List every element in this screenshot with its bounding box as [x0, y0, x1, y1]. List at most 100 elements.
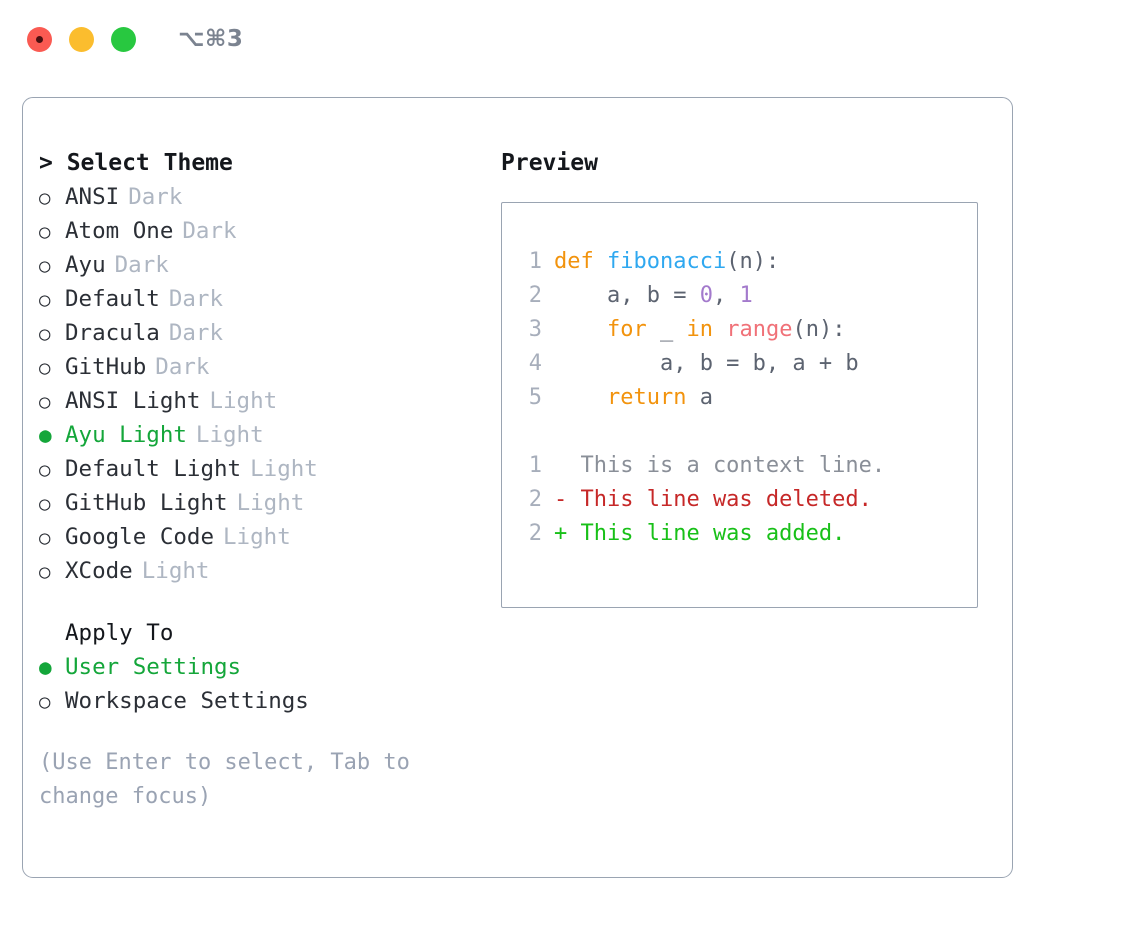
code-line: 3 for _ in range(n): — [502, 313, 977, 347]
theme-option-tag: Light — [209, 388, 278, 414]
preview-title: Preview — [501, 150, 598, 176]
line-number: 2 — [528, 283, 542, 308]
theme-option-label: XCode — [65, 558, 133, 584]
apply-option-user-settings[interactable]: ● User Settings — [39, 650, 499, 684]
theme-option-default-light[interactable]: ○ Default Light Light — [39, 452, 499, 486]
theme-option-label: Google Code — [65, 524, 215, 550]
radio-unselected-icon[interactable]: ○ — [39, 221, 51, 243]
radio-unselected-icon[interactable]: ○ — [39, 323, 51, 345]
code-text: for _ in range(n): — [554, 313, 845, 347]
theme-option-tag: Dark — [155, 354, 210, 380]
theme-option-tag: Light — [250, 456, 318, 482]
token-num: 0 — [699, 283, 713, 308]
token-fn: fibonacci — [606, 249, 727, 274]
apply-option-workspace-settings[interactable]: ○ Workspace Settings — [39, 684, 499, 718]
token-kw: return — [606, 385, 687, 410]
token-num: 1 — [739, 283, 753, 308]
radio-unselected-icon[interactable]: ○ — [39, 289, 51, 311]
theme-option-label: GitHub Light — [65, 490, 228, 516]
apply-option-label: Workspace Settings — [65, 688, 309, 714]
token-ctx: This is a context line. — [554, 453, 886, 478]
diff-line: 2 + This line was added. — [502, 517, 977, 551]
traffic-lights — [27, 26, 136, 52]
theme-option-tag: Dark — [168, 286, 224, 312]
minimize-window-button[interactable] — [69, 26, 94, 52]
line-number: 4 — [528, 351, 542, 376]
theme-option-tag: Light — [141, 558, 210, 584]
window-shortcut-label: ⌥⌘3 — [178, 26, 244, 52]
token-kw: for — [606, 317, 647, 342]
window-titlebar: ⌥⌘3 — [0, 0, 1140, 78]
radio-unselected-icon[interactable]: ○ — [39, 691, 51, 713]
code-line: 2 a, b = 0, 1 — [502, 279, 977, 313]
token-kw: in — [686, 317, 713, 342]
theme-option-default[interactable]: ○ Default Dark — [39, 282, 499, 316]
radio-selected-icon[interactable]: ● — [39, 655, 52, 679]
theme-option-label: GitHub — [65, 354, 147, 380]
code-text: a, b = b, a + b — [554, 347, 859, 381]
diff-sample: 1 This is a context line. 2 - This line wa… — [502, 449, 977, 551]
code-diff-separator — [502, 415, 977, 449]
line-number: 2 — [528, 487, 542, 512]
line-number: 2 — [528, 521, 542, 546]
theme-option-tag: Dark — [182, 218, 237, 244]
code-line: 4 a, b = b, a + b — [502, 347, 977, 381]
theme-option-atom-one[interactable]: ○ Atom One Dark — [39, 214, 499, 248]
code-line: 5 return a — [502, 381, 977, 415]
maximize-window-button[interactable] — [111, 26, 136, 52]
apply-to-title: Apply To — [65, 620, 174, 646]
token-var: a, b = — [554, 283, 700, 308]
token-punc: , — [712, 283, 740, 308]
radio-unselected-icon[interactable]: ○ — [39, 391, 51, 413]
token-var — [554, 385, 607, 410]
radio-selected-icon[interactable]: ● — [39, 423, 52, 447]
radio-unselected-icon[interactable]: ○ — [39, 493, 51, 515]
token-add: + This line was added. — [554, 521, 846, 546]
token-punc: (n): — [792, 317, 846, 342]
theme-option-label: Default Light — [65, 456, 242, 482]
theme-option-xcode[interactable]: ○ XCode Light — [39, 554, 499, 588]
radio-unselected-icon[interactable]: ○ — [39, 459, 51, 481]
token-kw: def — [554, 249, 607, 274]
diff-line: 2 - This line was deleted. — [502, 483, 977, 517]
radio-unselected-icon[interactable]: ○ — [39, 187, 51, 209]
code-text: + This line was added. — [554, 517, 845, 551]
theme-option-ayu[interactable]: ○ Ayu Dark — [39, 248, 499, 282]
code-text: return a — [554, 381, 713, 415]
radio-unselected-icon[interactable]: ○ — [39, 527, 51, 549]
theme-option-github[interactable]: ○ GitHub Dark — [39, 350, 499, 384]
theme-option-google-code[interactable]: ○ Google Code Light — [39, 520, 499, 554]
diff-line: 1 This is a context line. — [502, 449, 977, 483]
section-spacer — [39, 588, 499, 616]
radio-unselected-icon[interactable]: ○ — [39, 255, 51, 277]
theme-option-label: Ayu Light — [65, 422, 187, 448]
code-text: This is a context line. — [554, 449, 885, 483]
radio-unselected-icon[interactable]: ○ — [39, 357, 51, 379]
line-number: 3 — [528, 317, 542, 342]
code-text: - This line was deleted. — [554, 483, 872, 517]
theme-option-label: Atom One — [65, 218, 174, 244]
radio-unselected-icon[interactable]: ○ — [39, 561, 51, 583]
token-var — [713, 317, 726, 342]
theme-option-label: Default — [65, 286, 160, 312]
select-theme-header: > Select Theme — [39, 150, 233, 176]
close-window-button[interactable] — [27, 26, 52, 52]
theme-option-label: Ayu — [65, 252, 106, 278]
apply-option-label: User Settings — [65, 654, 242, 680]
theme-option-tag: Light — [223, 524, 291, 550]
line-number: 1 — [528, 453, 542, 478]
line-number: 5 — [528, 385, 542, 410]
theme-option-tag: Dark — [114, 252, 169, 278]
